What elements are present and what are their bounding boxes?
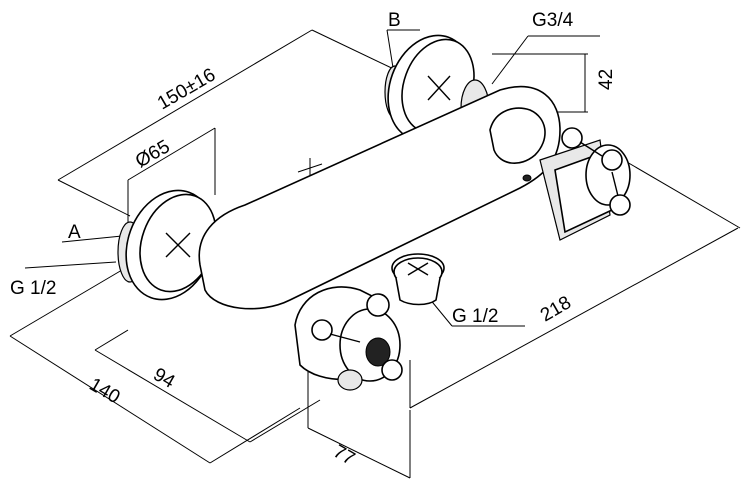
label-dim-77: 77 [330, 441, 359, 470]
left-cross-handle [294, 286, 403, 391]
label-dim-65: Ø65 [132, 136, 174, 172]
left-wall-rosette [117, 189, 230, 301]
dimension-lines [9, 29, 741, 479]
label-dim-42: 42 [596, 69, 617, 90]
label-dim-140: 140 [86, 374, 124, 408]
leader-lines [24, 29, 600, 327]
right-cross-handle [561, 127, 631, 216]
label-dim-218: 218 [537, 292, 575, 326]
label-a: A [68, 222, 81, 243]
label-g34: G3/4 [532, 10, 574, 31]
label-dim-150: 150±16 [154, 65, 219, 115]
label-g12-left: G 1/2 [10, 278, 56, 299]
label-b: B [388, 10, 401, 31]
label-g12-right: G 1/2 [452, 306, 498, 327]
outlet-fitting [391, 253, 445, 306]
label-dim-94: 94 [150, 364, 179, 393]
